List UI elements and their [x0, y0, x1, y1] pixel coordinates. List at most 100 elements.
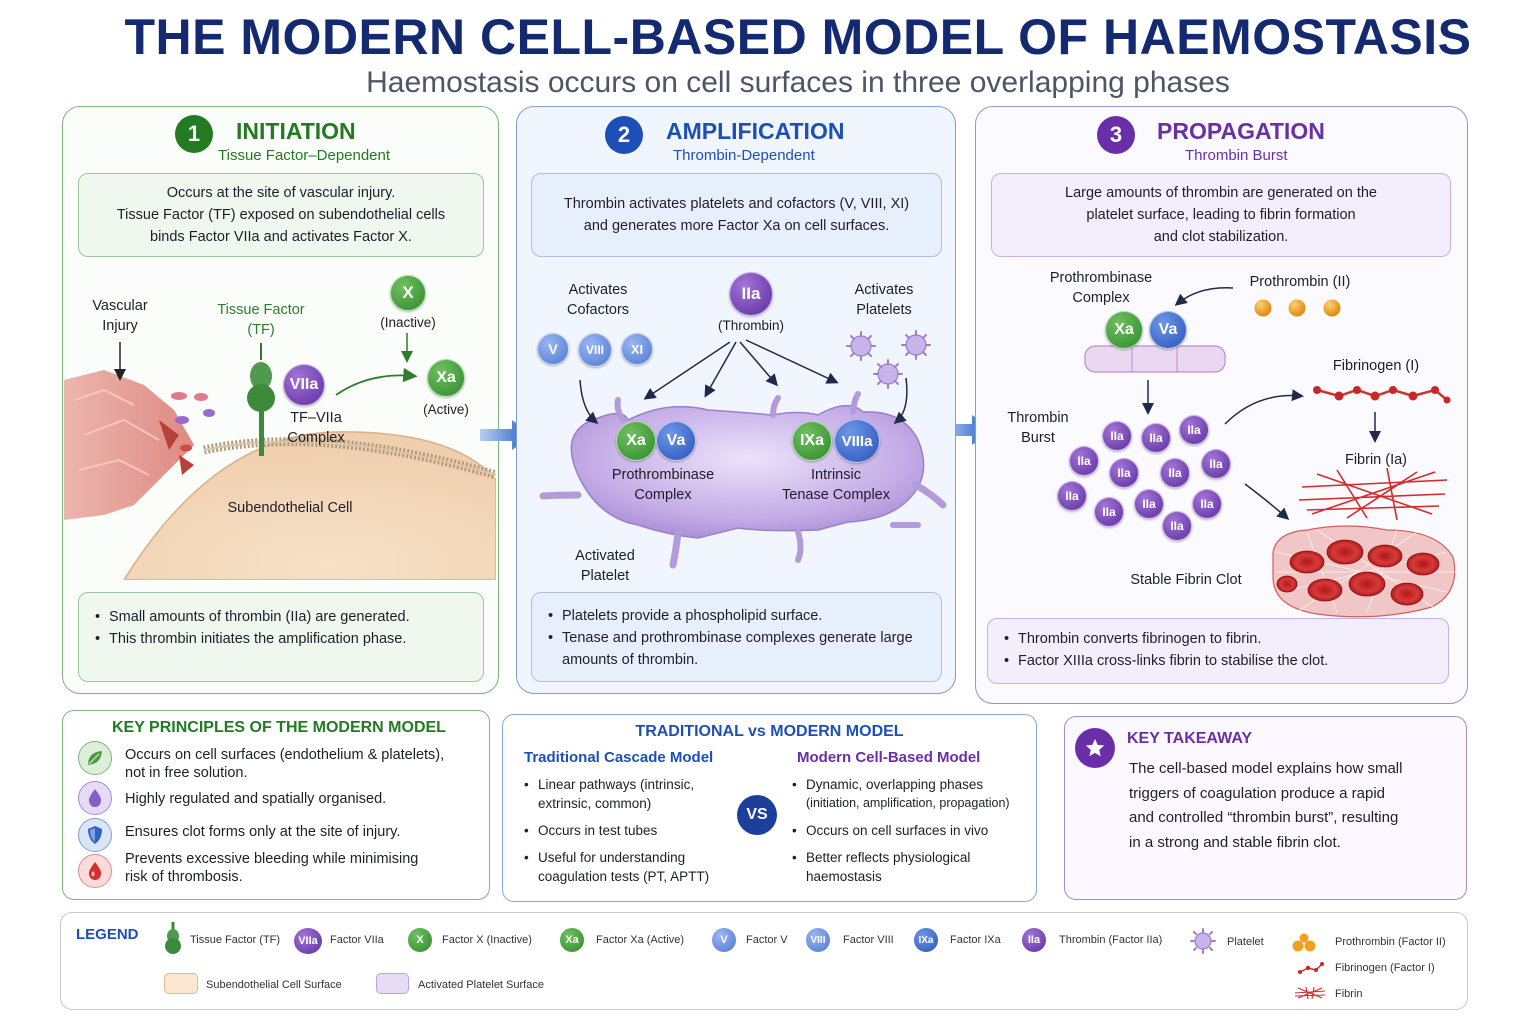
traditional-item: Linear pathways (intrinsic,extrinsic, co…	[524, 775, 734, 813]
propagation-description-line: Large amounts of thrombin are generated …	[1065, 185, 1377, 201]
modern-item: Dynamic, overlapping phases(initiation, …	[792, 775, 1032, 813]
fibrin-label: Fibrin (Ia)	[1344, 452, 1408, 468]
thrombin-circle: IIa	[1102, 421, 1132, 451]
legend-label: Subendothelial Cell Surface	[206, 979, 342, 991]
initiation-subtitle: Tissue Factor–Dependent	[218, 147, 391, 164]
initiation-description: Occurs at the site of vascular injury. T…	[78, 173, 484, 257]
factor-va-circle: Va	[1149, 311, 1187, 349]
factor-viiia-circle: VIIIa	[834, 419, 880, 463]
subendothelial-cell	[123, 431, 496, 580]
shield-icon	[78, 818, 112, 852]
amplification-bullet: Platelets provide a phospholipid surface…	[540, 605, 931, 627]
tissue-factor-stem	[259, 398, 264, 456]
prothrombin-label: Prothrombin (II)	[1249, 274, 1351, 290]
propagation-description-line: and clot stabilization.	[1153, 229, 1289, 245]
fibrin-icon	[1294, 986, 1326, 1000]
thrombin-circle: IIa	[1160, 458, 1190, 488]
thrombin-circle: IIa	[1109, 458, 1139, 488]
propagation-description-line: platelet surface, leading to fibrin form…	[1086, 207, 1356, 223]
factor-xa-circle: Xa	[1105, 311, 1143, 349]
amplification-description-line: and generates more Factor Xa on cell sur…	[583, 218, 890, 234]
inactive-label: (Inactive)	[380, 315, 436, 330]
factor-ixa-circle: IXa	[792, 421, 832, 461]
page-title: THE MODERN CELL-BASED MODEL OF HAEMOSTAS…	[124, 9, 1472, 65]
legend-label: Factor IXa	[950, 934, 1001, 946]
thrombin-circle: IIa	[1141, 423, 1171, 453]
propagation-illustration	[1084, 287, 1457, 618]
step-number-3: 3	[1097, 116, 1135, 154]
factor-xa-circle: Xa	[616, 421, 656, 461]
thrombin-circle: IIa	[1134, 489, 1164, 519]
platelet-surface	[1084, 345, 1226, 373]
amplification-bullet: Tenase and prothrombinase complexes gene…	[540, 627, 931, 671]
legend-label: Factor VIII	[843, 934, 894, 946]
subendothelial-cell-label: Subendothelial Cell	[227, 500, 353, 516]
tissue-factor-icon	[165, 922, 181, 954]
legend-xa-symbol: Xa	[560, 928, 584, 952]
blood-drop-icon	[78, 854, 112, 888]
legend-title: LEGEND	[76, 926, 139, 943]
propagation-description: Large amounts of thrombin are generated …	[991, 173, 1451, 257]
thrombin-circle: IIa	[729, 272, 773, 316]
legend-ixa-symbol: IXa	[914, 928, 938, 952]
amplification-description-line: Thrombin activates platelets and cofacto…	[563, 196, 910, 212]
vs-badge: VS	[737, 795, 777, 835]
legend-viia-symbol: VIIa	[294, 928, 322, 954]
factor-x-circle: X	[390, 275, 426, 311]
leaf-icon	[78, 741, 112, 775]
amplification-description: Thrombin activates platelets and cofacto…	[531, 173, 942, 257]
thrombin-circle: IIa	[1069, 446, 1099, 476]
legend-x-symbol: X	[408, 928, 432, 952]
legend-label: Thrombin (Factor IIa)	[1059, 934, 1163, 946]
factor-viii-circle: VIII	[578, 333, 612, 367]
subendothelial-surface-swatch	[164, 973, 198, 994]
legend-label: Factor VIIa	[330, 934, 384, 946]
thrombin-circle: IIa	[1162, 511, 1192, 541]
legend-box	[60, 912, 1468, 1010]
initiation-description-line: binds Factor VIIa and activates Factor X…	[150, 229, 412, 245]
legend-label: Fibrinogen (Factor I)	[1335, 962, 1435, 974]
initiation-illustration	[64, 333, 496, 580]
thrombin-circle: IIa	[1179, 415, 1209, 445]
key-principle-item: Occurs on cell surfaces (endothelium & p…	[125, 747, 445, 781]
legend-label: Platelet	[1227, 936, 1264, 948]
legend-label: Factor X (Inactive)	[442, 934, 532, 946]
propagation-subtitle: Thrombin Burst	[1185, 147, 1288, 164]
key-takeaway-title: KEY TAKEAWAY	[1127, 730, 1253, 747]
platelet-icon	[1190, 928, 1216, 954]
star-icon	[1075, 728, 1115, 768]
thrombin-circle: IIa	[1201, 449, 1231, 479]
factor-va-circle: Va	[656, 421, 696, 461]
traditional-title: Traditional Cascade Model	[524, 749, 714, 766]
key-principle-item: Ensures clot forms only at the site of i…	[125, 824, 401, 840]
key-principles-box	[62, 710, 490, 900]
initiation-title: INITIATION	[236, 118, 356, 144]
legend-label: Factor V	[746, 934, 788, 946]
legend-label: Prothrombin (Factor II)	[1335, 936, 1446, 948]
prothrombin-icon	[1292, 933, 1316, 952]
amplification-bullets: Platelets provide a phospholipid surface…	[531, 592, 942, 682]
legend-label: Factor Xa (Active)	[596, 934, 685, 946]
damaged-tissue	[64, 370, 194, 520]
propagation-bullets: Thrombin converts fibrinogen to fibrin. …	[987, 618, 1449, 684]
key-principles-title: KEY PRINCIPLES OF THE MODERN MODEL	[112, 719, 446, 736]
propagation-bullet: Thrombin converts fibrinogen to fibrin.	[996, 628, 1438, 650]
step-number-1: 1	[175, 115, 213, 153]
tissue-factor-icon	[250, 362, 272, 390]
initiation-description-line: Occurs at the site of vascular injury.	[166, 185, 396, 201]
initiation-bullet: Small amounts of thrombin (IIa) are gene…	[87, 606, 473, 628]
thrombin-circle: IIa	[1192, 489, 1222, 519]
key-takeaway-text: The cell-based model explains how small …	[1129, 760, 1403, 851]
legend-label: Activated Platelet Surface	[418, 979, 544, 991]
amplification-subtitle: Thrombin-Dependent	[673, 147, 815, 164]
initiation-bullet: This thrombin initiates the amplificatio…	[87, 628, 473, 650]
